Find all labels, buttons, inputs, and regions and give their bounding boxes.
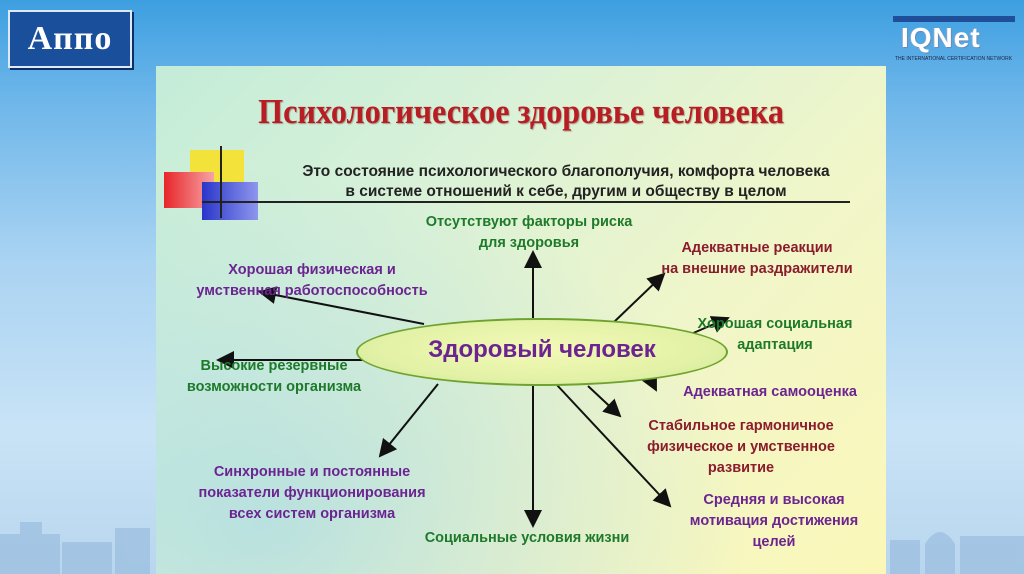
item-synchronous-indicators-line-1: Синхронные и постоянные [213, 464, 411, 480]
definition-line-1: Это состояние психологического благополу… [302, 163, 830, 180]
appo-logo-text: Аппо [27, 20, 113, 57]
connector-arrows [216, 250, 730, 528]
item-harmonious-development-line-2: физическое и умственное [647, 439, 835, 455]
item-physical-capacity: Хорошая физическая и умственная работосп… [156, 260, 468, 302]
definition-line-2: в системе отношений к себе, другим и общ… [345, 183, 787, 200]
item-adequate-reactions-line-2: на внешние раздражители [661, 261, 853, 277]
item-social-conditions-line-1: Социальные условия жизни [424, 530, 630, 546]
item-harmonious-development: Стабильное гармоничное физическое и умст… [616, 416, 866, 479]
iqnet-logo-subtitle: THE INTERNATIONAL CERTIFICATION NETWORK [895, 56, 1013, 62]
item-self-esteem: Адекватная самооценка [658, 382, 882, 403]
iqnet-logo: IQNet THE INTERNATIONAL CERTIFICATION NE… [893, 16, 1015, 68]
item-social-adaptation: Хорошая социальная адаптация [670, 314, 880, 356]
item-motivation-line-1: Средняя и высокая [703, 492, 845, 508]
item-self-esteem-line-1: Адекватная самооценка [683, 384, 857, 400]
center-node-label: Здоровый человек [428, 336, 656, 363]
item-social-conditions: Социальные условия жизни [392, 528, 662, 549]
city-skyline-background [0, 522, 1024, 574]
decorative-vertical-line [220, 146, 222, 218]
center-node: Здоровый человек [356, 318, 728, 386]
item-no-risk-factors-line-2: для здоровья [478, 235, 580, 251]
item-social-adaptation-line-1: Хорошая социальная [697, 316, 853, 332]
item-reserve-capacity: Высокие резервные возможности организма [162, 356, 386, 398]
item-harmonious-development-line-1: Стабильное гармоничное [648, 418, 834, 434]
item-synchronous-indicators-line-2: показатели функционирования [198, 485, 426, 501]
item-harmonious-development-line-3: развитие [707, 460, 775, 476]
item-motivation: Средняя и высокая мотивация достижения ц… [666, 490, 882, 553]
item-physical-capacity-line-1: Хорошая физическая и [228, 262, 396, 278]
appo-logo: Аппо [8, 10, 132, 68]
definition-text: Это состояние психологического благополу… [246, 162, 886, 202]
item-reserve-capacity-line-2: возможности организма [186, 379, 362, 395]
item-reserve-capacity-line-1: Высокие резервные [200, 358, 348, 374]
iqnet-logo-text: IQNet [901, 22, 981, 53]
item-adequate-reactions: Адекватные реакции на внешние раздражите… [632, 238, 882, 280]
item-synchronous-indicators: Синхронные и постоянные показатели функц… [162, 462, 462, 525]
slide-title: Психологическое здоровье человека [258, 92, 784, 131]
slide-panel: Психологическое здоровье человека Это со… [156, 66, 886, 574]
item-no-risk-factors-line-1: Отсутствуют факторы риска [425, 214, 633, 230]
item-social-adaptation-line-2: адаптация [737, 337, 813, 353]
item-synchronous-indicators-line-3: всех систем организма [228, 506, 396, 522]
item-motivation-line-2: мотивация достижения [689, 513, 859, 529]
definition-underline [202, 201, 850, 203]
item-physical-capacity-line-2: умственная работоспособность [196, 283, 428, 299]
item-no-risk-factors: Отсутствуют факторы риска для здоровья [374, 212, 684, 254]
item-motivation-line-3: целей [752, 534, 796, 550]
item-adequate-reactions-line-1: Адекватные реакции [681, 240, 833, 256]
iqnet-logo-bar [893, 16, 1015, 22]
